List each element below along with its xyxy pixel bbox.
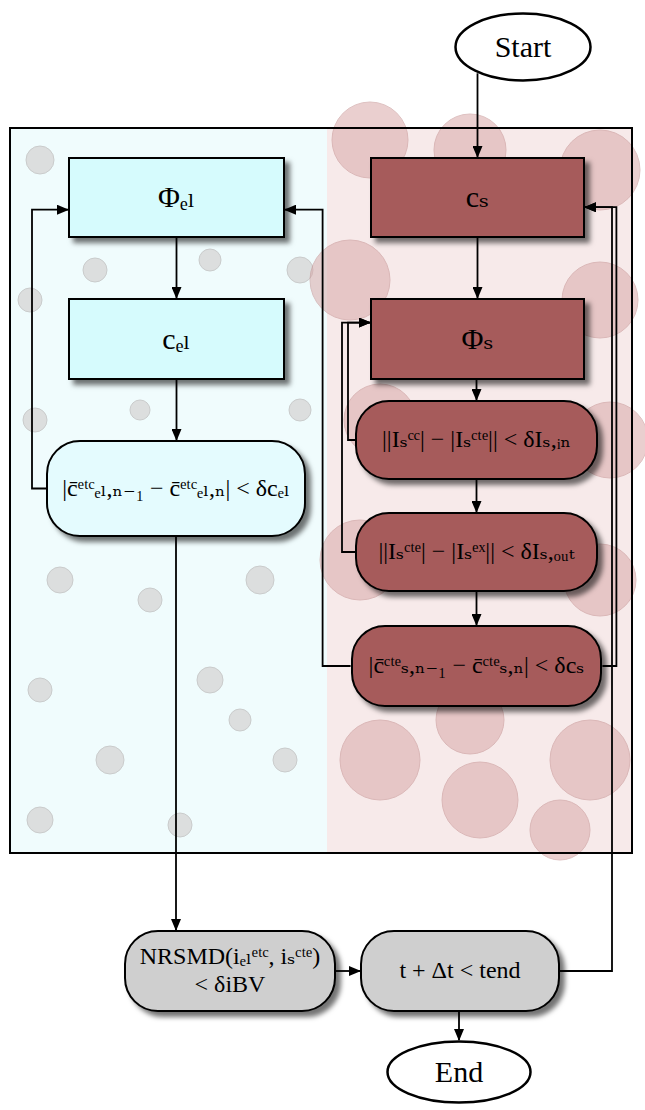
node-label: |c̄ᶜᵗᵉₛ,ₙ₋₁ − c̄ᶜᵗᵉₛ,ₙ| < δcₛ: [359, 648, 595, 684]
process-box: cₛ: [370, 157, 585, 238]
electrolyte-band: [10, 128, 327, 853]
flow-arrow: [285, 210, 351, 666]
node-label: cₑₗ: [152, 318, 200, 361]
flow-arrow: [477, 73, 479, 157]
start-terminal: Start: [454, 12, 592, 82]
flow-arrow: [175, 537, 177, 930]
process-box: Φₛ: [370, 298, 585, 380]
solid-particles: [310, 102, 645, 860]
flow-arrow: [476, 480, 478, 512]
node-label: Start: [485, 26, 562, 69]
process-box: cₑₗ: [68, 298, 285, 380]
decision-pill: ||Iₛᶜᵗᵉ| − |Iₛᵉˣ|| < δIₛ,ₒᵤₜ: [355, 512, 598, 592]
node-label: ||Iₛᶜᵗᵉ| − |Iₛᵉˣ|| < δIₛ,ₒᵤₜ: [368, 534, 584, 570]
decision-pill: |c̄ᵉᵗᶜₑₗ,ₙ₋₁ − c̄ᵉᵗᶜₑₗ,ₙ| < δcₑₗ: [46, 440, 306, 537]
flow-arrow: [176, 238, 178, 298]
node-label: Φₛ: [451, 318, 503, 361]
node-label: End: [425, 1051, 493, 1094]
decision-pill: ||Iₛᶜᶜ| − |Iₛᶜᵗᵉ|| < δIₛ,ᵢₙ: [355, 400, 598, 480]
flow-arrow: [176, 380, 178, 440]
decision-pill: NRSMD(iₑₗᵉᵗᶜ, iₛᶜᵗᵉ) < δiBV: [124, 930, 336, 1012]
flow-arrow: [336, 970, 360, 972]
flow-arrow: [477, 238, 479, 298]
node-label: t + Δt < tend: [389, 953, 530, 989]
node-label: ||Iₛᶜᶜ| − |Iₛᶜᵗᵉ|| < δIₛ,ᵢₙ: [372, 422, 581, 458]
flow-arrow: [458, 1012, 460, 1040]
flow-arrow: [476, 380, 478, 400]
electrolyte-particles: [18, 146, 313, 837]
decision-pill: t + Δt < tend: [360, 930, 560, 1012]
process-box: Φₑₗ: [68, 157, 285, 238]
domain-frame: [10, 128, 632, 853]
decision-pill: |c̄ᶜᵗᵉₛ,ₙ₋₁ − c̄ᶜᵗᵉₛ,ₙ| < δcₛ: [351, 625, 603, 707]
node-label: |c̄ᵉᵗᶜₑₗ,ₙ₋₁ − c̄ᵉᵗᶜₑₗ,ₙ| < δcₑₗ: [52, 471, 299, 507]
node-label: NRSMD(iₑₗᵉᵗᶜ, iₛᶜᵗᵉ) < δiBV: [126, 939, 334, 1002]
flow-arrow: [476, 592, 478, 625]
node-label: Φₑₗ: [148, 176, 205, 219]
solid-band: [327, 128, 632, 853]
end-terminal: End: [386, 1040, 532, 1104]
node-label: cₛ: [456, 176, 499, 219]
